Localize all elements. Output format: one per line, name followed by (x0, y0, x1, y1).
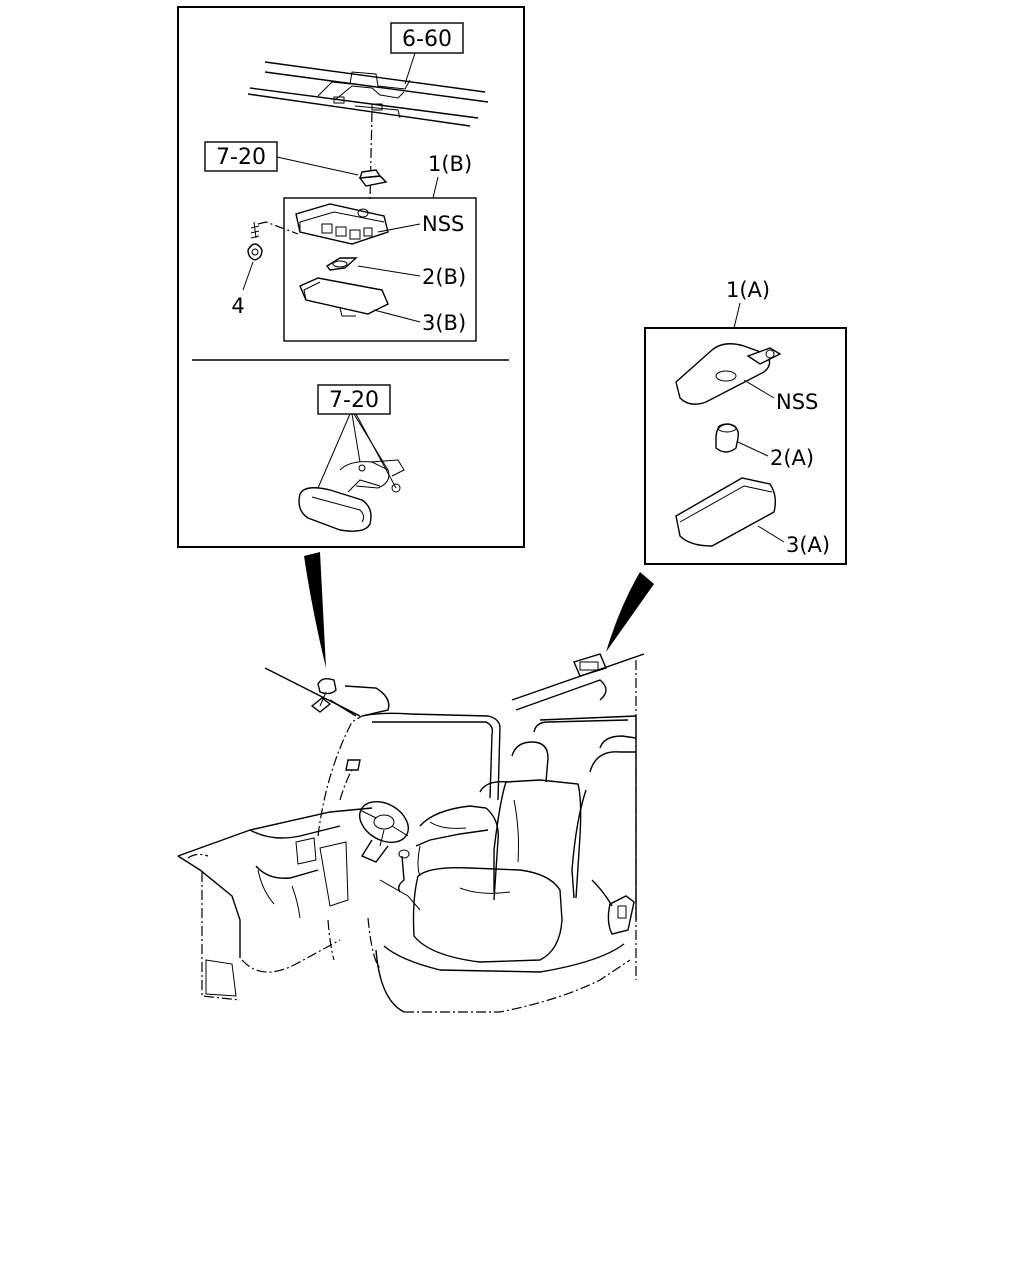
clip-drawing (358, 169, 388, 187)
label-part-2b: 2(B) (422, 265, 466, 289)
detail-panel-right: 1(A) NSS 2(A) 3(A) (644, 278, 847, 565)
label-part-1b: 1(B) (428, 152, 472, 176)
lens-b-drawing (299, 277, 389, 317)
label-part-1a: 1(A) (726, 278, 770, 302)
cab-interior-drawing (177, 653, 645, 1013)
ref-label-6-60: 6-60 (402, 27, 452, 52)
label-nss-b: NSS (422, 212, 464, 236)
map-lamp-housing-drawing (295, 203, 389, 245)
pointer-arrow-right (606, 572, 654, 652)
rearview-mirror-drawing (298, 459, 405, 532)
lens-a-drawing (675, 477, 777, 547)
bulb-b-drawing (325, 257, 358, 271)
dome-lamp-housing-drawing (675, 343, 782, 405)
bulb-a-drawing (715, 423, 739, 453)
roof-panel-drawing (247, 61, 489, 127)
screw-drawing (247, 221, 263, 261)
label-part-3b: 3(B) (422, 311, 466, 335)
ref-label-7-20-top: 7-20 (216, 145, 266, 170)
ref-label-7-20-bottom: 7-20 (329, 388, 379, 413)
label-part-3a: 3(A) (786, 533, 830, 557)
label-part-4: 4 (231, 294, 244, 318)
pointer-arrow-left (304, 552, 326, 668)
label-nss-a: NSS (776, 390, 818, 414)
label-part-2a: 2(A) (770, 446, 814, 470)
detail-panel-left: 6-60 7-20 1(B) NSS (177, 6, 525, 548)
